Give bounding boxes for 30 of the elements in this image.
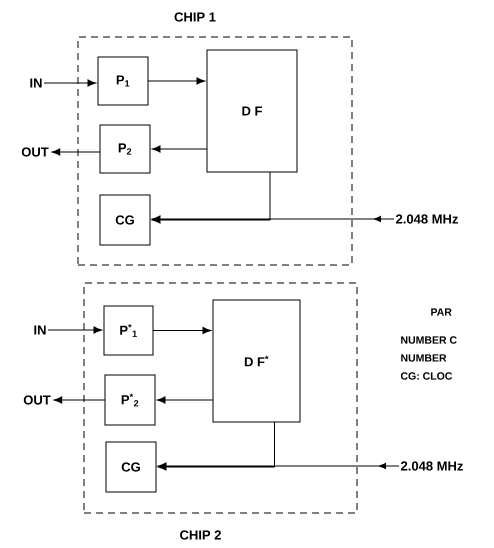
arrow bbox=[152, 145, 207, 153]
arrow bbox=[54, 396, 105, 404]
signal-label: 2.048 MHz bbox=[396, 214, 458, 224]
block-box: CG bbox=[106, 442, 156, 492]
arrow bbox=[44, 79, 96, 87]
signal-label: OUT bbox=[24, 395, 51, 405]
signal-label: 2.048 MHz bbox=[401, 461, 463, 471]
block-box: P$^{*}$1 bbox=[104, 306, 154, 356]
arrow bbox=[152, 215, 395, 223]
legend-text: NUMBER C bbox=[401, 336, 457, 344]
signal-label: IN bbox=[34, 326, 46, 334]
arrow bbox=[48, 326, 102, 334]
arrow bbox=[153, 326, 212, 334]
block-box: D F$^{*}$ bbox=[212, 300, 300, 422]
block-box: P$^{*}$2 bbox=[104, 374, 156, 426]
block-box: P$_{1}$ bbox=[98, 56, 148, 106]
chip-label: CHIP 1 bbox=[174, 12, 216, 22]
arrow bbox=[158, 462, 400, 470]
legend-text: NUMBER bbox=[401, 354, 446, 362]
legend-text: CG: CLOC bbox=[400, 372, 452, 380]
block-box: CG bbox=[100, 194, 150, 246]
legend-text: PAR bbox=[431, 308, 452, 316]
block-box: D F bbox=[206, 50, 298, 172]
arrow bbox=[156, 396, 213, 404]
block-box: P$_{2}$ bbox=[100, 124, 150, 174]
arrow bbox=[52, 148, 100, 156]
signal-label: OUT bbox=[22, 147, 49, 157]
chip-label: CHIP 2 bbox=[180, 530, 221, 540]
arrow bbox=[148, 77, 206, 85]
signal-label: IN bbox=[30, 78, 42, 88]
